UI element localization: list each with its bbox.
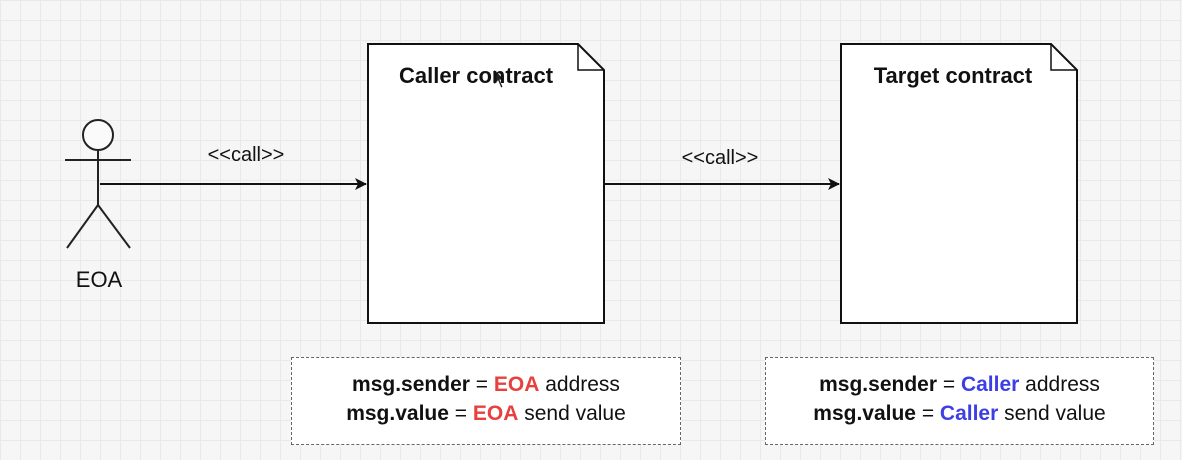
caller-note-sender-rest: address <box>539 373 620 396</box>
mouse-cursor-icon <box>493 68 506 89</box>
target-note-sender-line: msg.sender = Caller address <box>766 370 1153 399</box>
target-contract-shape[interactable] <box>840 43 1078 324</box>
caller-note-sender-who: EOA <box>493 373 540 396</box>
caller-note-value-eq: = <box>448 402 473 425</box>
caller-note-sender-line: msg.sender = EOA address <box>292 370 680 399</box>
caller-note-sender-eq: = <box>469 373 494 396</box>
actor-left-leg <box>66 204 99 249</box>
caller-note-value-line: msg.value = EOA send value <box>292 399 680 428</box>
target-note-value-rest: send value <box>998 402 1106 425</box>
target-contract-fold <box>1050 44 1077 71</box>
eoa-actor-label: EOA <box>75 267 123 292</box>
caller-to-target-label: <<call>> <box>681 147 759 169</box>
target-note-sender-who: Caller <box>960 373 1020 396</box>
eoa-to-caller-label: <<call>> <box>207 144 285 166</box>
actor-right-leg <box>97 204 131 249</box>
caller-contract-shape[interactable] <box>367 43 605 324</box>
caller-contract-title: Caller contract <box>398 63 554 88</box>
target-note-value-who: Caller <box>939 402 999 425</box>
actor-head <box>82 119 114 151</box>
target-contract-title: Target contract <box>873 63 1033 88</box>
target-context-note[interactable]: msg.sender = Caller address msg.value = … <box>765 357 1154 445</box>
caller-note-value-key: msg.value <box>346 402 449 425</box>
caller-note-value-who: EOA <box>472 402 519 425</box>
target-note-sender-key: msg.sender <box>819 373 938 396</box>
target-note-sender-rest: address <box>1019 373 1100 396</box>
target-note-value-line: msg.value = Caller send value <box>766 399 1153 428</box>
eoa-actor-figure[interactable] <box>65 119 131 249</box>
caller-note-value-rest: send value <box>518 402 626 425</box>
target-note-value-eq: = <box>915 402 940 425</box>
target-note-value-key: msg.value <box>813 402 916 425</box>
target-note-sender-eq: = <box>937 373 961 396</box>
caller-contract-fold <box>577 44 604 71</box>
caller-note-sender-key: msg.sender <box>352 373 470 396</box>
caller-context-note[interactable]: msg.sender = EOA address msg.value = EOA… <box>291 357 681 445</box>
